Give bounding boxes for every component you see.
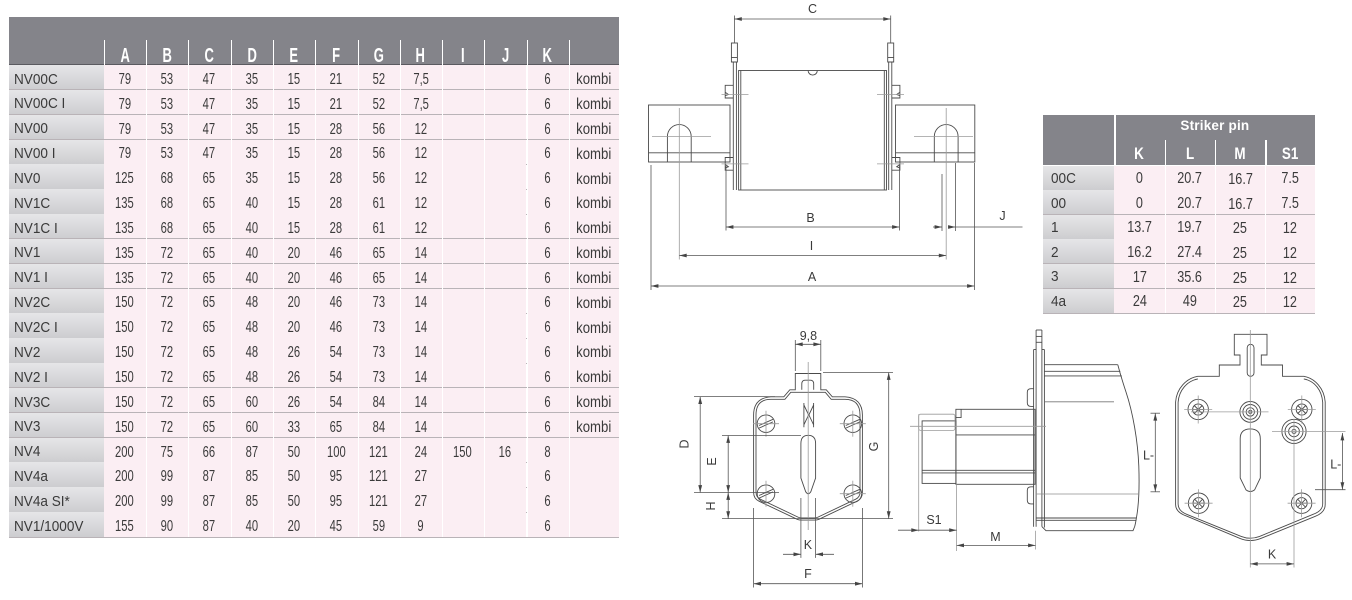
svg-text:B: B: [806, 211, 814, 225]
svg-text:L-: L-: [1143, 449, 1154, 463]
svg-text:A: A: [808, 270, 817, 284]
svg-text:K: K: [1268, 548, 1277, 562]
svg-text:G: G: [867, 442, 881, 452]
svg-text:L-: L-: [1330, 457, 1341, 471]
svg-text:H: H: [704, 501, 718, 510]
svg-text:K: K: [804, 538, 813, 552]
svg-text:D: D: [678, 439, 692, 448]
svg-text:9,8: 9,8: [800, 329, 817, 343]
svg-text:E: E: [705, 457, 719, 465]
svg-text:C: C: [808, 2, 817, 16]
svg-text:I: I: [810, 239, 813, 253]
svg-text:J: J: [999, 209, 1005, 223]
svg-text:S1: S1: [926, 513, 941, 527]
svg-text:F: F: [804, 567, 812, 581]
svg-text:M: M: [990, 530, 1000, 544]
